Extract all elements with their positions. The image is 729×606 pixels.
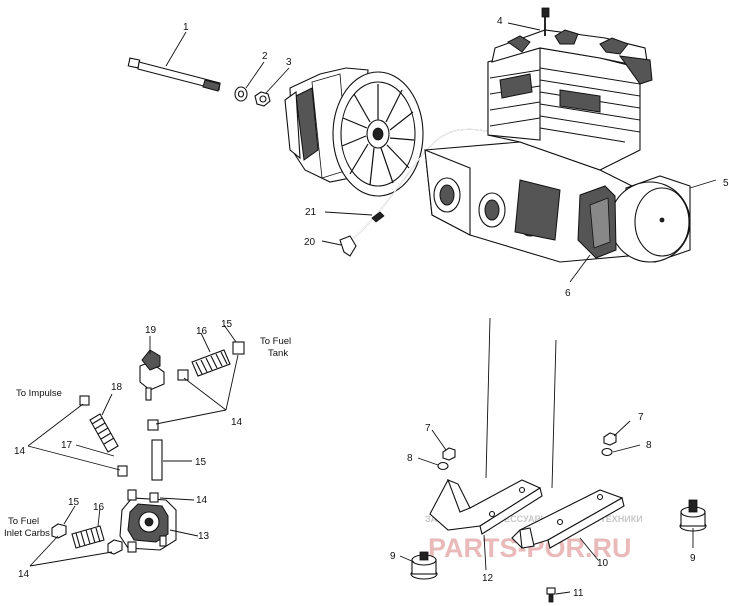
callout-15-top: 15 — [221, 319, 233, 330]
nut-part — [254, 67, 290, 107]
clutch-assembly — [284, 67, 424, 197]
fuel-filter-part — [139, 336, 165, 401]
callout-2: 2 — [262, 51, 268, 62]
nut-washer-right — [601, 420, 641, 457]
callout-14-pump: 14 — [196, 495, 208, 506]
callout-9-left: 9 — [390, 551, 396, 562]
washer-part — [234, 61, 265, 102]
fuel-pump-assembly — [119, 489, 199, 551]
note-fuel-tank-line1: To Fuel — [260, 336, 291, 347]
watermark-small-text: ЗАПЧАСТИ И АКСЕССУАРЫ ДЛЯ МОТОТЕХНИКИ — [425, 514, 643, 524]
callout-16-top: 16 — [196, 326, 208, 337]
callout-19: 19 — [145, 325, 157, 336]
rubber-mount-right — [679, 499, 707, 548]
callout-21: 21 — [305, 207, 317, 218]
callout-18: 18 — [111, 382, 123, 393]
callout-3: 3 — [286, 57, 292, 68]
callout-7-left: 7 — [425, 423, 431, 434]
fuel-line-bottom — [51, 505, 137, 555]
callout-13: 13 — [198, 531, 210, 542]
nut-washer-left — [417, 429, 456, 471]
fuel-hose-straight — [151, 439, 192, 481]
callout-12: 12 — [482, 573, 494, 584]
callout-8-right: 8 — [646, 440, 652, 451]
callout-4: 4 — [497, 16, 503, 27]
engine-mount-right — [511, 489, 625, 561]
callout-15-middle: 15 — [195, 457, 207, 468]
fuel-line-middle — [75, 393, 159, 477]
callout-15-bottom: 15 — [68, 497, 80, 508]
callout-1: 1 — [183, 22, 189, 33]
note-carbs-line1: To Fuel — [8, 516, 39, 527]
callout-numbers: 1 2 3 4 5 6 7 7 8 8 9 9 10 11 12 13 14 1… — [14, 16, 729, 599]
callout-7-right: 7 — [638, 412, 644, 423]
engine-mount-left — [429, 478, 543, 571]
rubber-mount-left — [399, 551, 438, 580]
callout-14-top: 14 — [231, 417, 243, 428]
routing-notes: To Fuel Tank To Impulse To Fuel Inlet Ca… — [4, 336, 291, 539]
callout-6: 6 — [565, 288, 571, 299]
fuel-line-top — [177, 324, 245, 381]
small-bolt-part — [546, 587, 571, 603]
bolt-part — [127, 31, 221, 92]
callout-11: 11 — [573, 588, 584, 599]
callout-8-left: 8 — [407, 453, 413, 464]
clutch-spokes — [341, 84, 415, 186]
note-carbs-line2: Inlet Carbs — [4, 528, 50, 539]
engine-assembly — [424, 7, 717, 283]
callout-9-right: 9 — [690, 553, 696, 564]
note-impulse: To Impulse — [16, 388, 62, 399]
throttle-cable-part — [321, 128, 491, 257]
callout-10: 10 — [597, 558, 609, 569]
leader-lines-14 — [27, 354, 239, 567]
note-fuel-tank-line2: Tank — [268, 348, 288, 359]
callout-16-bottom: 16 — [93, 502, 105, 513]
callout-5: 5 — [723, 178, 729, 189]
callout-14-left: 14 — [14, 446, 26, 457]
callout-20: 20 — [304, 237, 316, 248]
callout-14-bottom: 14 — [18, 569, 30, 580]
callout-17: 17 — [61, 440, 73, 451]
